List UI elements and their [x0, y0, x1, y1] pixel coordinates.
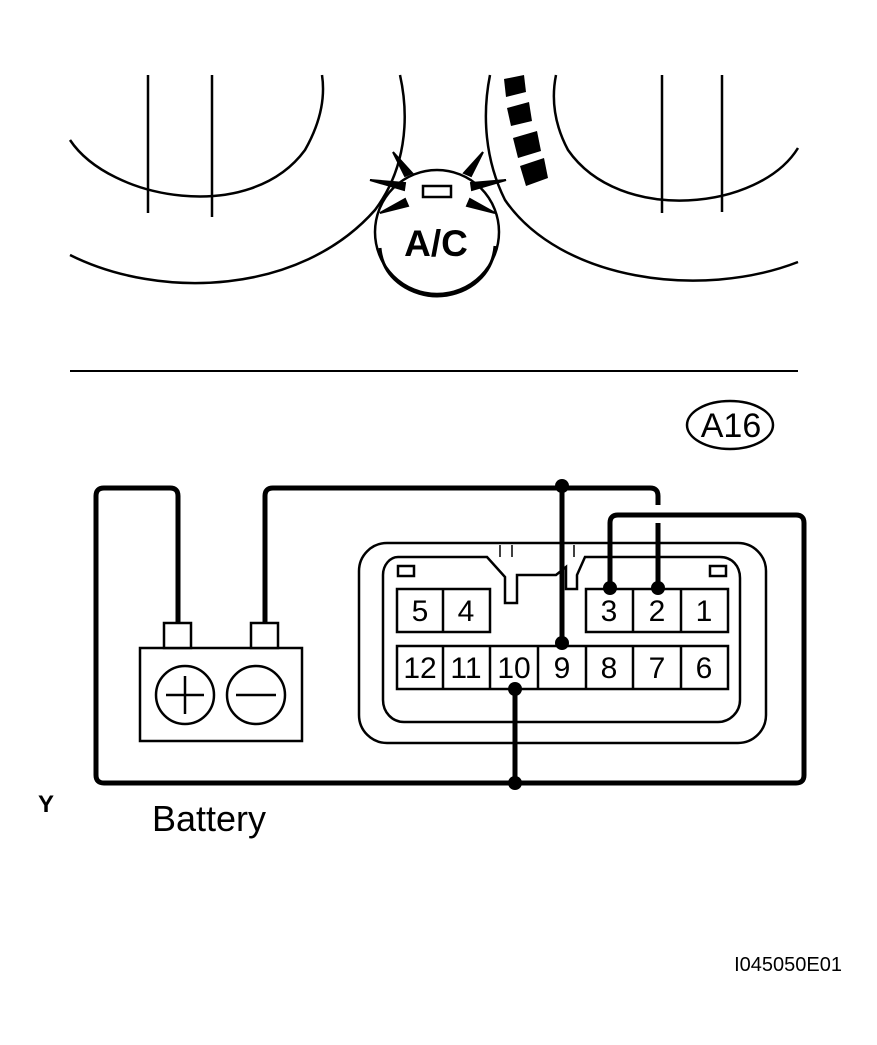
pin-9: 9: [554, 652, 571, 685]
pin-5: 5: [412, 595, 429, 628]
ac-button-label: A/C: [404, 223, 468, 264]
connector-inner-housing: [381, 555, 742, 724]
pin-1: 1: [696, 595, 713, 628]
junction-dots: [508, 479, 665, 790]
pin-4: 4: [458, 595, 475, 628]
left-dial: [68, 74, 406, 285]
battery-label: Battery: [152, 798, 266, 839]
pin-3: 3: [601, 595, 618, 628]
side-mark: Y: [38, 791, 54, 818]
ac-button: [373, 168, 501, 298]
right-dial: [484, 74, 800, 282]
pin-10: 10: [497, 652, 530, 685]
battery-positive-post: [162, 621, 193, 650]
pin-6: 6: [696, 652, 713, 685]
figure-code: I045050E01: [734, 954, 842, 976]
battery: [138, 621, 304, 743]
connector-label: A16: [701, 407, 762, 445]
wire-battery-positive-to-pin10: [93, 485, 518, 786]
pin-11: 11: [450, 652, 481, 685]
pin-8: 8: [601, 652, 618, 685]
temperature-scale-marks: [504, 75, 548, 186]
indicator-light-rays: [369, 151, 507, 214]
connector-pin-numbers: 5 4 3 2 1 12 11 10 9 8 7 6: [403, 595, 712, 685]
pin-7: 7: [649, 652, 666, 685]
pin-2: 2: [649, 595, 666, 628]
ac-indicator-lamp: [421, 184, 453, 199]
battery-negative-post: [249, 621, 280, 650]
wire-battery-positive-to-pin3: [515, 512, 807, 786]
wiring: [93, 485, 807, 786]
connector-callout: A16: [685, 399, 775, 451]
ac-panel-illustration: [68, 74, 800, 298]
pin-12: 12: [403, 652, 436, 685]
battery-symbols: [166, 676, 276, 714]
wire-battery-negative-to-pin2: [262, 485, 661, 623]
